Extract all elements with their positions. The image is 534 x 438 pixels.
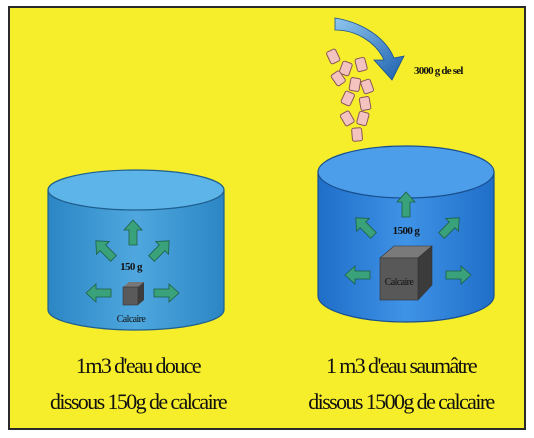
- salt-amount-label: 3000 g de sel: [414, 65, 463, 77]
- fresh-water-tank: [48, 170, 224, 330]
- fresh-water-caption-line1: 1m3 d'eau douce: [10, 348, 266, 384]
- right-cube-label: Calcaire: [385, 277, 415, 288]
- calcaire-cube-right: [380, 246, 432, 300]
- fresh-water-caption: 1m3 d'eau douce dissous 150g de calcaire: [10, 348, 266, 420]
- salt-crystals: [326, 48, 374, 141]
- calcaire-cube-left: [123, 282, 144, 305]
- brackish-water-caption: 1 m3 d'eau saumâtre dissous 1500g de cal…: [278, 348, 524, 420]
- fresh-water-caption-line2: dissous 150g de calcaire: [10, 384, 266, 420]
- left-amount-label: 150 g: [120, 261, 143, 273]
- left-cube-label: Calcaire: [117, 314, 147, 325]
- brackish-water-caption-line2: dissous 1500g de calcaire: [278, 384, 524, 420]
- brackish-water-caption-line1: 1 m3 d'eau saumâtre: [278, 348, 524, 384]
- right-amount-label: 1500 g: [393, 225, 421, 237]
